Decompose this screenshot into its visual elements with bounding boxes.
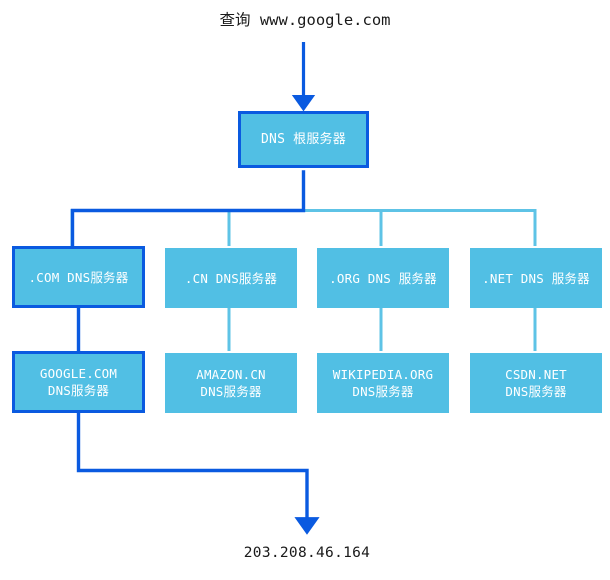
org-dns-server[interactable]: .ORG DNS 服务器 xyxy=(317,248,449,308)
wikipedia-org-dns-server[interactable]: WIKIPEDIA.ORG DNS服务器 xyxy=(317,353,449,413)
dns-root-server[interactable]: DNS 根服务器 xyxy=(238,111,369,168)
connector-root-to-tld-bus xyxy=(70,209,537,246)
connector-answer-return-path xyxy=(76,410,320,535)
query-label: 查询 www.google.com xyxy=(219,11,391,29)
csdn-net-dns-server[interactable]: CSDN.NET DNS服务器 xyxy=(470,353,602,413)
connector-tld-to-authoritative xyxy=(76,306,537,353)
amazon-cn-dns-server[interactable]: AMAZON.CN DNS服务器 xyxy=(165,353,297,413)
net-dns-server[interactable]: .NET DNS 服务器 xyxy=(470,248,602,308)
com-dns-server[interactable]: .COM DNS服务器 xyxy=(12,246,145,308)
cn-dns-server[interactable]: .CN DNS服务器 xyxy=(165,248,297,308)
resolved-ip-address: 203.208.46.164 xyxy=(243,545,371,561)
connector-root-to-com-highlight xyxy=(70,170,306,250)
google-com-dns-server[interactable]: GOOGLE.COM DNS服务器 xyxy=(12,351,145,413)
